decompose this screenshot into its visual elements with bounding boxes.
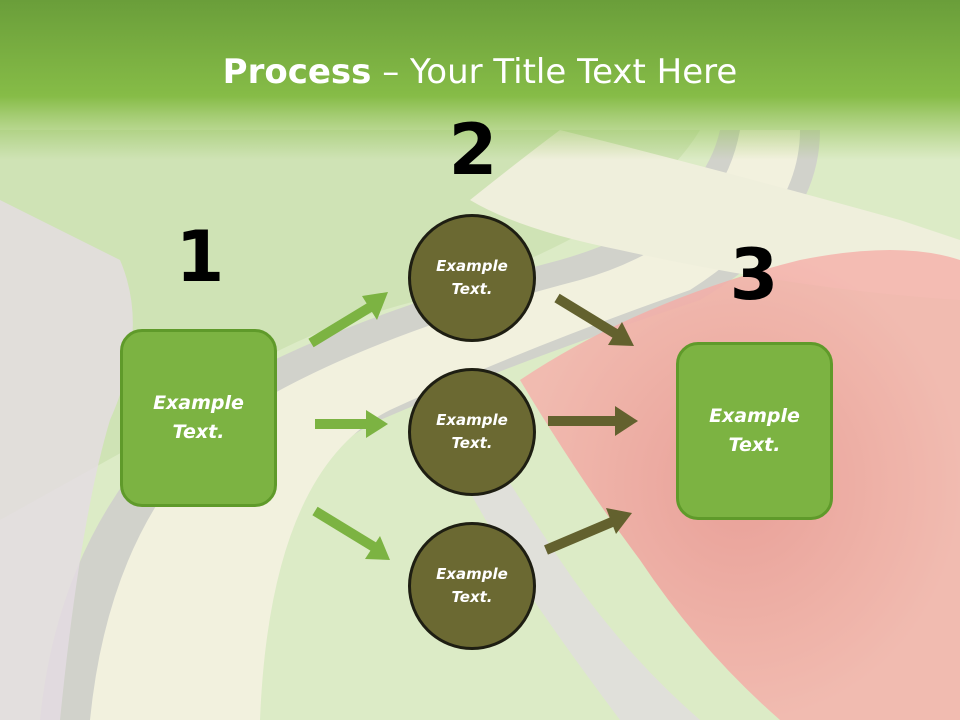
step-number-1: 1	[175, 216, 225, 298]
step-3-text: Example Text.	[709, 405, 800, 456]
step-number-3: 3	[729, 234, 779, 316]
step-3-box[interactable]: Example Text.	[676, 342, 833, 520]
arrow-to-circle-bottom	[312, 506, 390, 560]
arrow-to-circle-top	[308, 292, 388, 348]
title-bold: Process	[222, 52, 372, 92]
circle-top[interactable]: Example Text.	[408, 214, 536, 342]
title-dash: –	[371, 52, 411, 92]
arrow-from-circle-top	[554, 293, 634, 346]
arrow-from-circle-bottom	[544, 508, 632, 555]
step-1-box[interactable]: Example Text.	[120, 329, 277, 507]
circle-bottom-text: Example Text.	[436, 565, 508, 606]
title-rest: Your Title Text Here	[410, 52, 738, 92]
arrow-to-circle-middle	[315, 410, 388, 438]
circle-middle-text: Example Text.	[436, 411, 508, 452]
circle-top-text: Example Text.	[436, 257, 508, 298]
step-number-2: 2	[448, 109, 498, 191]
step-1-text: Example Text.	[153, 392, 244, 443]
arrow-from-circle-middle	[548, 406, 638, 436]
circle-middle[interactable]: Example Text.	[408, 368, 536, 496]
slide-title: Process – Your Title Text Here	[0, 52, 960, 92]
circle-bottom[interactable]: Example Text.	[408, 522, 536, 650]
